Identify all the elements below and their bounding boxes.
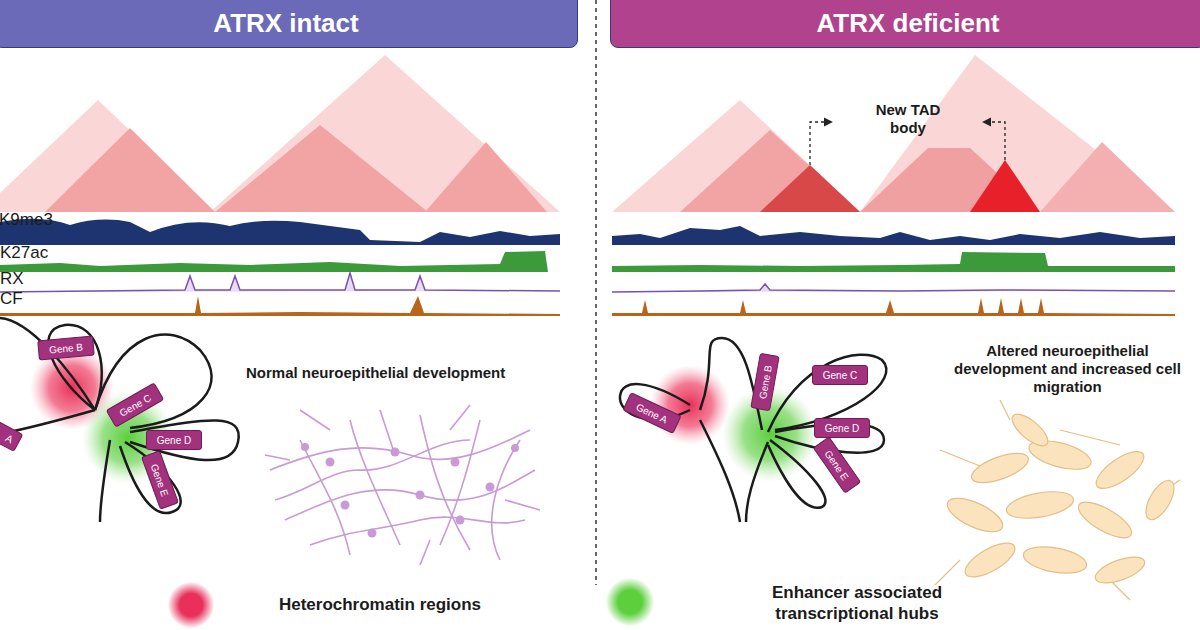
tad-callout: New TAD body xyxy=(858,101,958,137)
node-text: Gene D xyxy=(157,435,191,446)
signal-tracks-right xyxy=(612,226,1175,316)
migrating-cells xyxy=(935,400,1180,600)
node-text: Gene B xyxy=(757,364,774,399)
node-text: ATRX intact xyxy=(213,8,358,39)
node-text: A xyxy=(4,432,15,445)
track-label: K9me3 xyxy=(0,210,119,230)
node-text: ATRX deficient xyxy=(817,8,1000,39)
node-text: Gene D xyxy=(825,423,859,434)
panel-divider xyxy=(595,0,597,585)
chromatin-hub-left xyxy=(0,318,239,522)
node-text: Gene E xyxy=(149,462,171,498)
node-text: Gene C xyxy=(823,370,857,381)
panel-header: ATRX deficient xyxy=(610,0,1200,48)
tad-triangles-right xyxy=(612,55,1175,212)
gene-box: Gene D xyxy=(814,418,870,438)
track-label: K27ac xyxy=(0,243,120,263)
phenotype-note: Altered neuroepithelial development and … xyxy=(945,342,1190,396)
tad-triangles-left xyxy=(0,55,560,212)
node-text: Gene B xyxy=(49,341,84,355)
track-label: RX xyxy=(0,269,120,289)
legend-swatch xyxy=(606,578,654,626)
phenotype-note: Normal neuroepithelial development xyxy=(246,364,586,382)
legend-text: Enhancer associated transcriptional hubs xyxy=(752,582,962,625)
panel-header: ATRX intact xyxy=(0,0,578,48)
gene-box: Gene D xyxy=(146,430,202,450)
gene-box: Gene C xyxy=(812,365,868,385)
gene-box: Gene E xyxy=(813,436,862,493)
chromatin-hub-right xyxy=(620,338,886,522)
signal-tracks-left xyxy=(0,219,560,316)
legend-swatch xyxy=(168,582,214,628)
track-label: CF xyxy=(0,289,120,309)
legend-text: Heterochromatin regions xyxy=(250,594,510,615)
neuron-network xyxy=(265,405,540,565)
